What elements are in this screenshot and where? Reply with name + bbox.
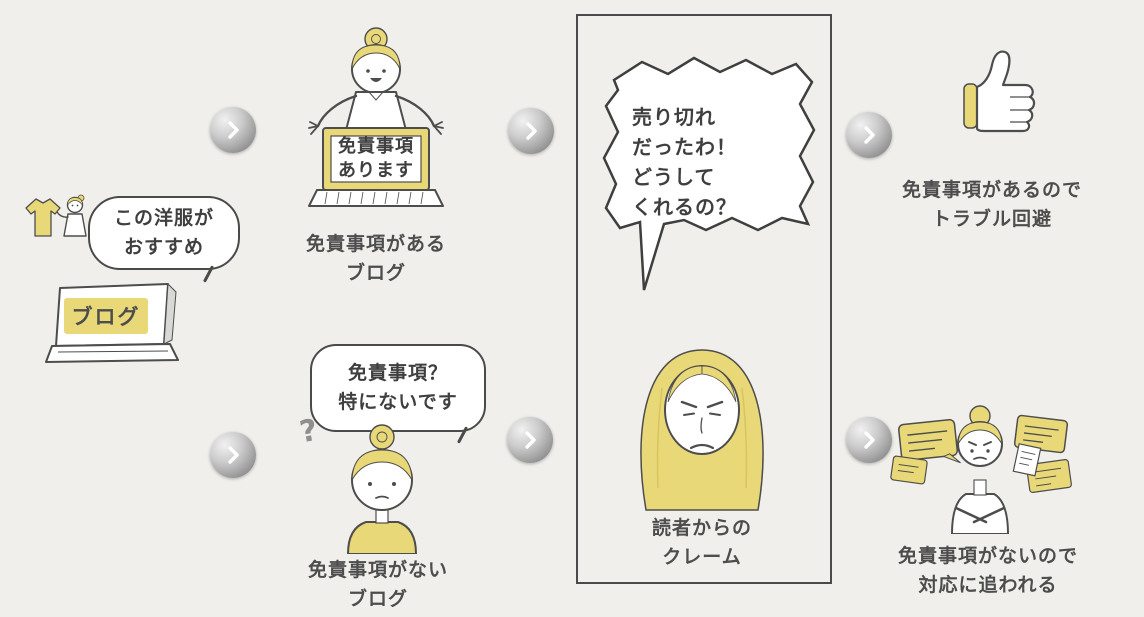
chevron-right-icon [228, 121, 239, 139]
chevron-right-icon [864, 431, 875, 449]
chevron-right-icon [228, 446, 239, 464]
caption-trouble-avoided: 免責事項があるので トラブル回避 [901, 179, 1082, 230]
flow-arrow [846, 417, 892, 463]
person-with-shirt-icon [22, 192, 88, 252]
blog-laptop-illustration: ブログ [44, 282, 180, 378]
thumbs-up-illustration [944, 42, 1044, 142]
caption-complaint: 読者からの クレーム [651, 517, 752, 568]
start-speech-bubble: この洋服が おすすめ [88, 196, 240, 283]
woman-question-icon [347, 424, 417, 555]
chevron-right-icon [525, 431, 536, 449]
flow-arrow [210, 107, 256, 153]
chevron-right-icon [526, 122, 537, 140]
presenter-woman-illustration: 免責事項 あります [293, 26, 459, 226]
presenter-woman-icon [308, 27, 444, 207]
angry-reader-illustration [626, 316, 778, 512]
speech-bubble-tail [456, 426, 469, 444]
speech-bubble-tail [202, 265, 215, 283]
caption-overwhelmed: 免責事項がないので 対応に追われる [897, 545, 1078, 596]
no-disclaimer-woman-illustration [322, 424, 438, 555]
caption-without-disclaimer: 免責事項がない ブログ [307, 559, 448, 610]
flow-arrow [507, 417, 553, 463]
flow-arrow [210, 432, 256, 478]
stressed-woman-illustration [890, 400, 1074, 535]
stressed-woman-icon [890, 405, 1072, 535]
laptop-screen-text: 免責事項 あります [338, 135, 414, 181]
flow-arrow [508, 108, 554, 154]
blog-label: ブログ [64, 298, 148, 334]
complaint-bubble-text: 売り切れ だったわ！ どうして くれるの？ [632, 105, 737, 219]
no-disclaimer-speech-bubble: 免責事項？ 特にないです [310, 344, 486, 444]
caption-with-disclaimer: 免責事項がある ブログ [305, 233, 446, 284]
jagged-bubble-icon [602, 56, 816, 291]
chevron-right-icon [864, 126, 875, 144]
angry-face-icon [640, 349, 764, 511]
complaint-highlight-box [576, 14, 832, 584]
start-bubble-text: この洋服が おすすめ [113, 206, 214, 258]
thumbs-up-icon [963, 50, 1036, 133]
person-with-shirt-icon [25, 194, 87, 237]
no-disclaimer-bubble-text: 免責事項？ 特にないです [338, 361, 458, 413]
flow-arrow [846, 112, 892, 158]
complaint-speech-bubble: 売り切れ だったわ！ どうして くれるの？ [594, 46, 826, 296]
